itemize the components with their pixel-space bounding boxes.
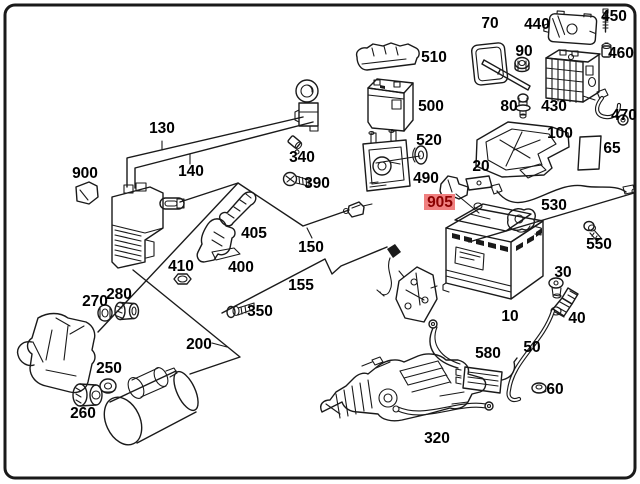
part-label-450[interactable]: 450 (601, 8, 627, 25)
nut-270-drawing (97, 304, 113, 322)
part-label-900[interactable]: 900 (72, 165, 98, 182)
part-label-155[interactable]: 155 (288, 277, 314, 294)
part-label-440[interactable]: 440 (524, 16, 550, 33)
part-label-550[interactable]: 550 (586, 236, 612, 253)
nut-90-drawing (514, 56, 530, 73)
part-label-80[interactable]: 80 (500, 98, 517, 115)
tray-100-drawing (475, 121, 570, 179)
canister-460-drawing (601, 42, 612, 58)
part-label-140[interactable]: 140 (178, 163, 204, 180)
part-label-430[interactable]: 430 (541, 98, 567, 115)
cable-470-drawing (595, 88, 629, 126)
bracket-400-drawing (196, 218, 241, 263)
grommet-60-drawing (531, 382, 547, 394)
diagram-border (3, 3, 637, 480)
part-label-320[interactable]: 320 (424, 430, 450, 447)
screw-390-drawing (282, 171, 310, 187)
part-label-510[interactable]: 510 (421, 49, 447, 66)
part-label-530[interactable]: 530 (541, 197, 567, 214)
part-label-410[interactable]: 410 (168, 258, 194, 275)
harness-580-drawing (428, 319, 518, 394)
bracket-490-drawing (362, 128, 411, 192)
bolt-450-drawing (602, 8, 609, 33)
connector-900-drawing (75, 181, 99, 205)
engine-320-drawing (320, 353, 487, 422)
washer-520-drawing (412, 145, 428, 165)
plug-30-drawing (548, 277, 564, 299)
part-label-400[interactable]: 400 (228, 259, 254, 276)
part-label-90[interactable]: 90 (515, 43, 532, 60)
cover-440-drawing (543, 10, 598, 46)
part-label-490[interactable]: 490 (413, 170, 439, 187)
part-label-260[interactable]: 260 (70, 405, 96, 422)
frame-70-drawing (470, 42, 531, 91)
part-label-50[interactable]: 50 (523, 339, 540, 356)
carrier-bracket-drawing (395, 266, 438, 323)
pad-20-drawing (465, 175, 493, 191)
bushing-280-drawing (114, 301, 140, 321)
bracket-405-drawing (218, 191, 257, 227)
part-label-350[interactable]: 350 (247, 303, 273, 320)
alternator-drawing (16, 312, 96, 394)
oil-sensor-drawing (342, 201, 373, 218)
plate-65-drawing (577, 135, 602, 171)
part-label-905-highlight (424, 194, 455, 210)
crank-sensor-drawing (376, 244, 401, 297)
bushing-260-drawing (72, 383, 103, 407)
part-label-100[interactable]: 100 (547, 125, 573, 142)
part-label-40[interactable]: 40 (568, 310, 585, 327)
control-module-drawing (111, 182, 164, 269)
part-label-280[interactable]: 280 (106, 286, 132, 303)
part-label-270[interactable]: 270 (82, 293, 108, 310)
nut-410-drawing (173, 273, 192, 285)
part-label-10[interactable]: 10 (501, 308, 518, 325)
part-label-340[interactable]: 340 (289, 149, 315, 166)
part-label-30[interactable]: 30 (554, 264, 571, 281)
part-label-905[interactable]: 905 (427, 194, 453, 211)
retainer-510-drawing (355, 42, 420, 71)
part-labels: 130 140 900 340 390 405 400 410 150 155 … (70, 8, 637, 447)
part-label-150[interactable]: 150 (298, 239, 324, 256)
part-label-250[interactable]: 250 (96, 360, 122, 377)
screw-350-drawing (226, 302, 255, 319)
ground-cable-drawing (392, 401, 494, 416)
part-label-70[interactable]: 70 (481, 15, 498, 32)
cable-lug-drawing (159, 197, 185, 210)
part-label-470[interactable]: 470 (611, 107, 637, 124)
part-label-390[interactable]: 390 (304, 175, 330, 192)
camshaft-sensor-drawing (294, 79, 319, 132)
part-label-20[interactable]: 20 (472, 158, 489, 175)
part-label-405[interactable]: 405 (241, 225, 267, 242)
bolt-80-drawing (515, 93, 531, 119)
part-label-520[interactable]: 520 (416, 132, 442, 149)
starter-motor-drawing (103, 367, 199, 446)
part-label-65[interactable]: 65 (603, 140, 621, 157)
bolt-550-drawing (583, 220, 602, 242)
part-label-130[interactable]: 130 (149, 120, 175, 137)
vent-hose-50-drawing (506, 308, 556, 403)
part-label-200[interactable]: 200 (186, 336, 212, 353)
battery-10-drawing (442, 202, 544, 300)
battery-module-430-drawing (545, 49, 601, 103)
pin-340-drawing (287, 135, 303, 155)
elbow-40-drawing (550, 287, 579, 318)
aux-battery-500-drawing (367, 78, 414, 132)
part-label-460[interactable]: 460 (608, 45, 634, 62)
part-label-500[interactable]: 500 (418, 98, 444, 115)
part-label-60[interactable]: 60 (546, 381, 563, 398)
part-label-580[interactable]: 580 (475, 345, 501, 362)
